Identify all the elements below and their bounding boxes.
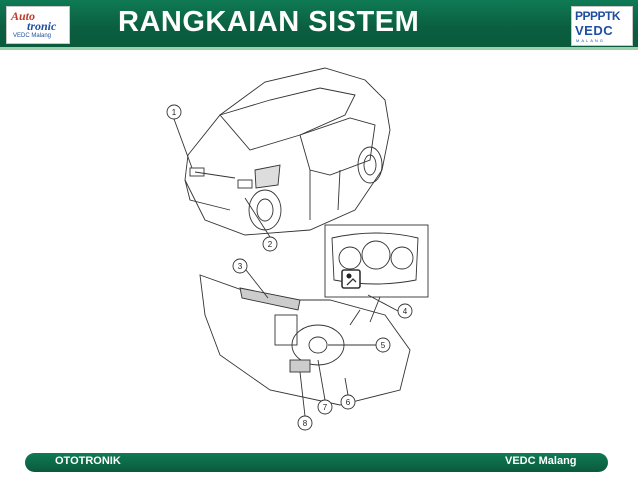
meter-link <box>369 296 381 323</box>
rear-wheel-hub <box>363 154 377 176</box>
airbag-warning-seat-icon <box>346 278 357 286</box>
callout-7-label: 7 <box>323 403 328 412</box>
car-body-outline <box>184 67 391 236</box>
callout-8-leader <box>299 371 306 417</box>
footer-right-text: VEDC Malang <box>505 455 577 467</box>
callout-2-leader <box>244 197 271 238</box>
front-wheel-hub <box>256 198 274 222</box>
callout-4-leader <box>367 294 399 312</box>
logo-right-line1: PPPPTK <box>575 9 621 23</box>
footer: OTOTRONIK VEDC Malang <box>0 441 638 478</box>
header-stripe <box>0 47 638 50</box>
header-bar <box>0 0 638 47</box>
logo-left-line3: VEDC Malang <box>13 33 52 39</box>
meter-connector-line <box>349 309 361 326</box>
front-bumper <box>184 179 231 211</box>
footer-bar <box>25 453 608 472</box>
airbag-warning-light <box>341 269 361 289</box>
callout-6-leader <box>344 377 349 396</box>
tachometer-gauge <box>338 246 362 270</box>
headlight-right <box>237 179 253 189</box>
autotronic-logo: Auto tronic VEDC Malang <box>6 6 70 44</box>
windshield <box>219 87 356 151</box>
engine-component <box>254 164 281 189</box>
callout-1-leader <box>173 118 193 169</box>
front-wheel <box>248 189 282 231</box>
speedometer-gauge <box>361 240 391 270</box>
callout-6-label: 6 <box>346 398 351 407</box>
callout-7-leader <box>317 359 326 401</box>
passenger-airbag <box>239 287 301 311</box>
center-console <box>274 314 298 346</box>
callout-3-circle <box>232 258 248 274</box>
callout-8-label: 8 <box>303 419 308 428</box>
callout-3-leader <box>245 269 269 299</box>
airbag-sensor-assembly <box>289 359 311 373</box>
headlight-left <box>189 167 205 177</box>
callout-4-label: 4 <box>403 307 408 316</box>
combination-meter-inset <box>324 224 429 298</box>
steering-hub <box>308 336 328 354</box>
logo-left-line1: Auto <box>11 9 36 23</box>
callout-1-label: 1 <box>172 108 177 117</box>
callout-2-label: 2 <box>268 240 273 249</box>
airbag-system-diagram: 1 2 3 4 5 6 7 8 <box>166 67 429 431</box>
logo-right-line3: MALANG <box>576 38 605 43</box>
logo-right-line2: VEDC <box>575 23 614 38</box>
rear-wheel <box>357 146 383 184</box>
page-title: RANGKAIAN SISTEM <box>118 6 420 38</box>
fuel-gauge <box>390 246 414 270</box>
callout-5-label: 5 <box>381 341 386 350</box>
door-line-rear <box>337 169 341 211</box>
dashboard-outline <box>199 274 411 406</box>
airbag-warning-person-icon <box>346 273 352 279</box>
logo-left-line2: tronic <box>27 19 57 33</box>
grille-line <box>194 171 236 179</box>
vedc-logo: PPPPTK VEDC MALANG <box>571 6 633 46</box>
callout-3-label: 3 <box>238 262 243 271</box>
footer-left-text: OTOTRONIK <box>55 455 121 467</box>
